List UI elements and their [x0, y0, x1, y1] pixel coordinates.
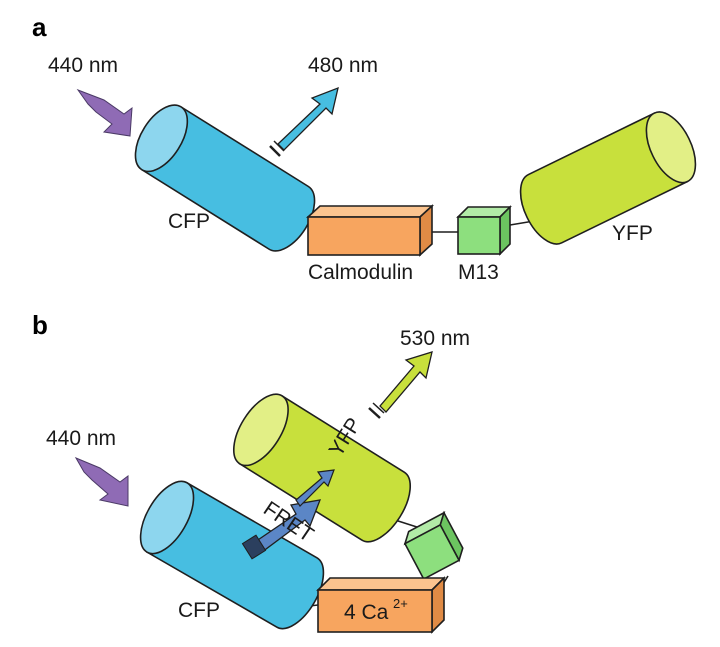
panel-a-yfp-label: YFP — [612, 222, 653, 245]
panel-b-cfp-label: CFP — [178, 599, 220, 622]
panel-b: b 530 nm 440 nm YFP CFP — [32, 310, 470, 634]
panel-a-emission-label: 480 nm — [308, 54, 378, 77]
panel-b-excitation-label: 440 nm — [46, 427, 116, 450]
panel-b-letter: b — [32, 310, 48, 340]
panel-a-m13-cube — [456, 205, 512, 256]
panel-a-excitation-arrow — [76, 88, 133, 137]
panel-b-emission-arrow — [379, 351, 433, 413]
panel-a-emission-arrow-tail — [269, 145, 281, 157]
panel-a-yfp-cylinder — [519, 111, 697, 245]
panel-a-letter: a — [32, 12, 47, 42]
panel-a-calmodulin-box — [305, 204, 435, 257]
panel-b-emission-arrow-tail — [368, 407, 381, 419]
panel-b-calcium-box — [316, 576, 446, 634]
panel-b-excitation-arrow — [74, 456, 129, 507]
panel-b-m13-cube — [403, 510, 464, 581]
panel-b-calcium-label: 4 Ca — [344, 601, 389, 624]
panel-a-cfp-cylinder — [134, 104, 316, 252]
panel-b-linker-yfp-m13 — [394, 519, 421, 529]
panel-a-emission-arrow — [277, 86, 339, 151]
panel-b-calcium-charge: 2+ — [393, 596, 408, 611]
panel-b-yfp-cylinder — [232, 393, 412, 543]
panel-a-m13-label: M13 — [458, 261, 499, 284]
panel-a-excitation-label: 440 nm — [48, 54, 118, 77]
panel-a-calmodulin-label: Calmodulin — [308, 261, 413, 284]
panel-b-emission-label: 530 nm — [400, 327, 470, 350]
panel-b-cfp-cylinder — [139, 480, 325, 630]
panel-b-fret-arrow — [241, 469, 335, 560]
panel-a-cfp-label: CFP — [168, 210, 210, 233]
panel-a: a 440 nm 480 nm CFP Calmodulin — [32, 12, 697, 284]
